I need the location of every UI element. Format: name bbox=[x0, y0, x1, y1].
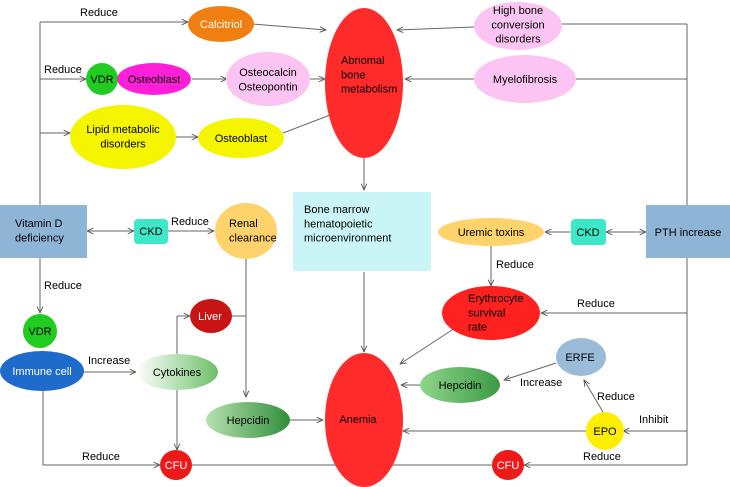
edge-label-reduce-erythrocyte: Reduce bbox=[577, 298, 615, 310]
edge-label-reduce-uremic: Reduce bbox=[496, 259, 534, 271]
edge-label-reduce-calcitriol: Reduce bbox=[80, 7, 118, 19]
cfu-left-label: CFU bbox=[165, 460, 188, 472]
vdr-bottom-label: VDR bbox=[28, 326, 51, 338]
pth-increase-label: PTH increase bbox=[655, 227, 722, 239]
edge-label-reduce-cfu-right: Reduce bbox=[583, 451, 621, 463]
liver-label: Liver bbox=[198, 311, 222, 323]
ckd-left-node: CKD bbox=[134, 219, 168, 244]
calcitriol-to-abnormal bbox=[252, 23, 326, 30]
cytokines-label: Cytokines bbox=[153, 367, 202, 379]
erfe-node: ERFE bbox=[556, 338, 606, 376]
osteoblast-mid-node: Osteoblast bbox=[198, 118, 284, 158]
edge-label-inhibit-epo: Inhibit bbox=[639, 414, 668, 426]
hepcidin-right-label: Hepcidin bbox=[439, 380, 482, 392]
myelofibrosis-node: Myelofibrosis bbox=[474, 55, 576, 103]
erythrocyte-to-anemia bbox=[400, 327, 456, 364]
osteoblast-top-node: Osteoblast bbox=[117, 63, 191, 95]
myelofibrosis-label: Myelofibrosis bbox=[493, 74, 558, 86]
vdr-top-label: VDR bbox=[90, 74, 113, 86]
epo-node: EPO bbox=[586, 412, 624, 450]
hepcidin-left-node: Hepcidin bbox=[206, 402, 290, 438]
epo-label: EPO bbox=[593, 426, 617, 438]
ckd-left-label: CKD bbox=[139, 226, 162, 238]
calcitriol-label: Calcitriol bbox=[200, 19, 242, 31]
immune-cell-node: Immune cell bbox=[0, 351, 84, 391]
edge-labels: Reduce Reduce Reduce Reduce Reduce Reduc… bbox=[44, 7, 668, 463]
osteoblast-to-abnormal bbox=[282, 112, 338, 134]
vdr-bottom-node: VDR bbox=[23, 314, 57, 348]
edge-label-reduce-ckd-renal: Reduce bbox=[171, 216, 209, 228]
edge-label-increase-cytokines: Increase bbox=[88, 355, 130, 367]
osteoblast-mid-label: Osteoblast bbox=[215, 133, 268, 145]
erfe-label: ERFE bbox=[565, 352, 594, 364]
ckd-right-node: CKD bbox=[571, 219, 606, 245]
edge-label-reduce-epo-erfe: Reduce bbox=[597, 391, 635, 403]
erfe-to-hepcidin bbox=[504, 362, 557, 380]
pth-increase-node: PTH increase bbox=[646, 205, 730, 258]
cfu-left-node: CFU bbox=[160, 450, 192, 480]
connectors bbox=[40, 22, 688, 465]
highbone-to-abnormal bbox=[397, 26, 475, 30]
liver-node: Liver bbox=[190, 299, 232, 333]
osteoblast-top-label: Osteoblast bbox=[128, 74, 181, 86]
calcitriol-node: Calcitriol bbox=[188, 6, 254, 42]
cfu-right-node: CFU bbox=[492, 450, 524, 480]
edge-label-increase-hepcidin: Increase bbox=[520, 377, 562, 389]
uremic-toxins-label: Uremic toxins bbox=[458, 227, 525, 239]
edge-label-reduce-cfu-left: Reduce bbox=[82, 451, 120, 463]
anemia-label: Anemia bbox=[339, 414, 377, 426]
vdr-top-node: VDR bbox=[86, 63, 118, 95]
cytokines-node: Cytokines bbox=[136, 354, 218, 390]
cfu-right-label: CFU bbox=[497, 460, 520, 472]
epo-to-erfe bbox=[584, 380, 604, 413]
edge-label-reduce-vdr-top: Reduce bbox=[44, 64, 82, 76]
hepcidin-right-node: Hepcidin bbox=[420, 367, 500, 403]
immune-cell-label: Immune cell bbox=[12, 366, 71, 378]
edge-label-reduce-vdr-bottom: Reduce bbox=[44, 280, 82, 292]
uremic-toxins-node: Uremic toxins bbox=[438, 218, 544, 246]
hepcidin-left-label: Hepcidin bbox=[227, 415, 270, 427]
anemia-node: Anemia bbox=[325, 353, 403, 487]
ckd-right-label: CKD bbox=[576, 227, 599, 239]
